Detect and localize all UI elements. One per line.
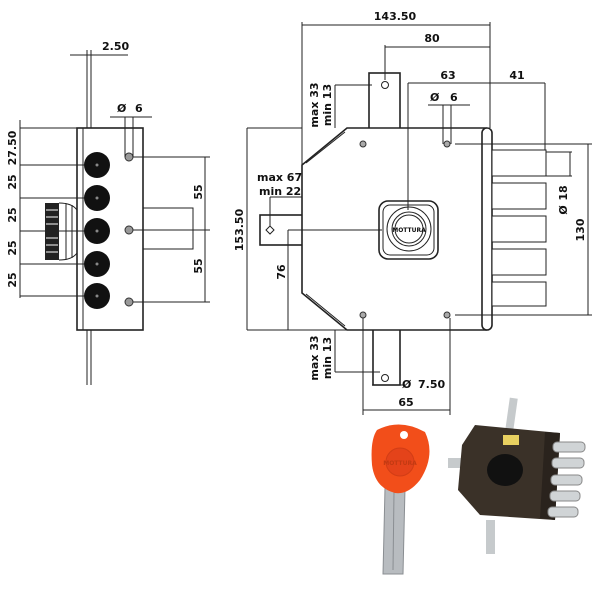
- top-tab: [368, 72, 401, 134]
- dim-bolt-spacing-0: 27.50: [6, 130, 19, 165]
- dim-left-tab-max: max 67: [257, 171, 302, 184]
- dim-top-tab-max: max 33: [308, 82, 321, 127]
- dim-bolt-spacing-2: 25: [6, 207, 19, 222]
- dim-bolt-diameter: 18: [557, 185, 570, 200]
- dim-diameter-symbol-top: Ø: [430, 91, 440, 104]
- dim-top-tab-min: min 13: [321, 84, 334, 126]
- dim-bolt-span: 130: [574, 218, 587, 241]
- dim-diameter-symbol: Ø: [117, 102, 127, 115]
- dim-bottom-hole-diameter: 7.50: [418, 378, 445, 391]
- side-cylinder: [142, 207, 194, 250]
- dim-bottom-spacing: 65: [398, 396, 413, 409]
- front-view: MOTTURA 143.50 80 63 41 Ø 6 max 33 min 1: [233, 10, 592, 415]
- dim-cylinder-to-face: 63: [440, 69, 455, 82]
- dim-bolt-throw: 41: [509, 69, 524, 82]
- faceplate: [481, 127, 493, 331]
- dim-bolt-diameter-symbol: Ø: [557, 205, 570, 215]
- key-brand: MOTTURA: [383, 460, 417, 467]
- lock-photo: [448, 397, 586, 554]
- dim-height: 153.50: [233, 208, 246, 251]
- bottom-tab: [372, 324, 401, 386]
- dim-cylinder-height: 76: [275, 264, 288, 280]
- dim-screw-diameter: 6: [450, 91, 458, 104]
- dim-bottom-tab-min: min 13: [321, 337, 334, 379]
- key-photo: MOTTURA: [371, 424, 430, 575]
- bolts: [491, 149, 547, 307]
- dim-bolt-spacing-4: 25: [6, 272, 19, 287]
- dim-rod-offset: 2.50: [102, 40, 129, 53]
- dim-bolt-spacing-1: 25: [6, 174, 19, 189]
- side-bolts: [84, 152, 110, 309]
- dim-screw-diameter: 6: [135, 102, 143, 115]
- dim-overall-width: 143.50: [374, 10, 417, 23]
- dim-bottom-diameter-symbol: Ø: [402, 378, 412, 391]
- dim-screw-spacing-0: 55: [192, 184, 205, 199]
- dim-screw-spacing-1: 55: [192, 258, 205, 273]
- cylinder-brand: MOTTURA: [392, 227, 426, 234]
- side-view: 2.50 Ø 6 27.50 25 25 25 25 55 55: [6, 40, 210, 385]
- dim-bolt-spacing-3: 25: [6, 240, 19, 255]
- dim-left-tab-min: min 22: [259, 185, 301, 198]
- dim-bottom-tab-max: max 33: [308, 335, 321, 380]
- dim-top-tab-offset: 80: [424, 32, 440, 45]
